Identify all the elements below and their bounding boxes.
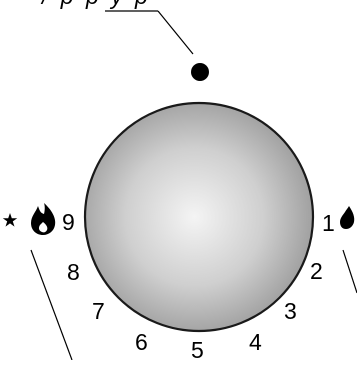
dial-number-9: 9 (62, 209, 75, 235)
small-flame-icon (340, 206, 355, 229)
dial-number-8: 8 (67, 259, 80, 285)
dial-knob[interactable] (83, 101, 315, 333)
dial-number-6: 6 (135, 329, 148, 355)
low-setting-leader-line (342, 249, 357, 294)
high-setting-leader-line (30, 249, 73, 361)
star-icon (2, 213, 18, 227)
caption-fragment: / p p y p (40, 0, 151, 9)
dial-number-4: 4 (249, 329, 262, 355)
dial-number-7: 7 (92, 298, 105, 324)
indicator-dot (191, 63, 209, 81)
indicator-leader-diagonal (157, 10, 194, 55)
dial-number-5: 5 (191, 337, 204, 360)
dial-number-1: 1 (322, 210, 335, 236)
dial-number-2: 2 (310, 258, 323, 284)
large-flame-icon (31, 203, 56, 235)
dial-number-3: 3 (284, 298, 297, 324)
